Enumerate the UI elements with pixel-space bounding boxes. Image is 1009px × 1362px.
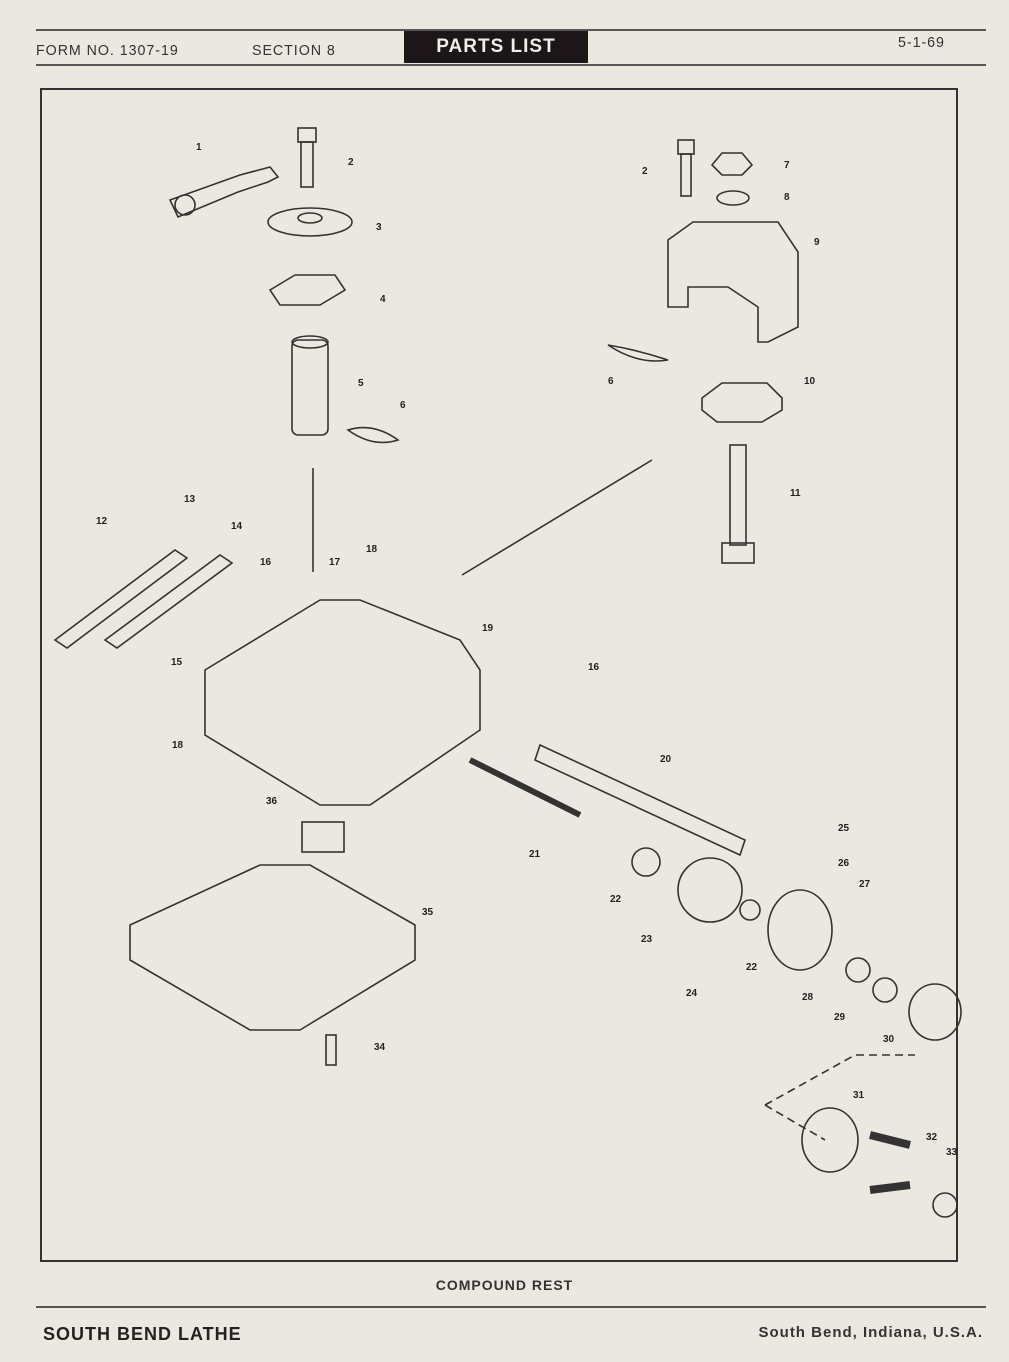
callout-number: 6: [608, 376, 614, 387]
long-bolt-part: [721, 444, 755, 564]
callout-number: 5: [358, 378, 364, 389]
section-label: SECTION 8: [252, 42, 336, 59]
callout-number: 2: [348, 157, 354, 168]
nut-block-part: [301, 821, 345, 853]
washer-part-28: [845, 957, 871, 983]
collar-part: [677, 857, 743, 923]
callout-number: 19: [482, 623, 494, 634]
callout-number: 13: [184, 494, 196, 505]
callout-number: 16: [260, 557, 272, 568]
compound-swivel-part: [204, 599, 481, 806]
callout-number: 35: [422, 907, 434, 918]
dial-part: [767, 889, 833, 971]
revision-date: 5-1-69: [898, 34, 945, 51]
diagram-frame: [40, 88, 958, 1262]
header-rule-top: [36, 29, 986, 31]
nut-part: [710, 152, 754, 176]
callout-number: 25: [838, 823, 850, 834]
callout-number: 2: [642, 166, 648, 177]
callout-number: 4: [380, 294, 386, 305]
washer-part: [267, 207, 353, 237]
washer-part-small: [716, 190, 750, 206]
gib-part-2: [103, 554, 234, 649]
callout-number: 32: [926, 1132, 938, 1143]
feed-screw-part: [468, 757, 582, 818]
callout-number: 17: [329, 557, 341, 568]
footer-brand: SOUTH BEND LATHE: [43, 1324, 242, 1344]
callout-number: 26: [838, 858, 850, 869]
callout-number: 36: [266, 796, 278, 807]
bolt-part-right: [677, 139, 695, 197]
gib-part-20: [534, 743, 746, 857]
callout-number: 27: [859, 879, 871, 890]
callout-number: 7: [784, 160, 790, 171]
callout-number: 34: [374, 1042, 386, 1053]
callout-number: 14: [231, 521, 243, 532]
footer-location: South Bend, Indiana, U.S.A.: [758, 1324, 983, 1341]
callout-number: 1: [196, 142, 202, 153]
callout-number: 16: [588, 662, 600, 673]
t-block-part: [701, 382, 783, 423]
stud-part: [291, 335, 329, 436]
callout-number: 9: [814, 237, 820, 248]
callout-number: 8: [784, 192, 790, 203]
callout-number: 31: [853, 1090, 865, 1101]
bearing-part: [631, 847, 661, 877]
callout-number: 30: [883, 1034, 895, 1045]
key-part: [346, 426, 400, 444]
callout-number: 20: [660, 754, 672, 765]
assembly-arrow-diagonal: [461, 459, 653, 576]
screw-part-34: [325, 1034, 337, 1066]
callout-number: 29: [834, 1012, 846, 1023]
tool-post-block: [667, 221, 799, 343]
callout-number: 15: [171, 657, 183, 668]
header-rule-bottom: [36, 64, 986, 66]
diagram-caption: COMPOUND REST: [435, 1277, 574, 1293]
callout-number: 22: [746, 962, 758, 973]
handle-hub-part: [908, 983, 962, 1041]
callout-number: 33: [946, 1147, 958, 1158]
callout-number: 22: [610, 894, 622, 905]
t-nut-part: [268, 274, 347, 306]
form-number: FORM NO. 1307-19: [36, 42, 179, 59]
ball-crank-part: [801, 1107, 859, 1173]
callout-number: 10: [804, 376, 816, 387]
callout-number: 24: [686, 988, 698, 999]
gib-part: [53, 549, 189, 649]
compound-base-part: [129, 864, 416, 1031]
wrench-part: [168, 166, 280, 219]
callout-number: 6: [400, 400, 406, 411]
key-part-right: [607, 344, 669, 362]
page-title: PARTS LIST: [404, 31, 588, 63]
callout-number: 11: [790, 488, 801, 499]
footer-rule: [36, 1306, 986, 1308]
callout-number: 23: [641, 934, 653, 945]
callout-number: 28: [802, 992, 814, 1003]
knob-part: [932, 1192, 958, 1218]
bolt-part: [297, 127, 317, 188]
callout-number: 18: [366, 544, 378, 555]
callout-number: 18: [172, 740, 184, 751]
callout-number: 3: [376, 222, 382, 233]
callout-number: 21: [529, 849, 541, 860]
callout-number: 12: [96, 516, 108, 527]
